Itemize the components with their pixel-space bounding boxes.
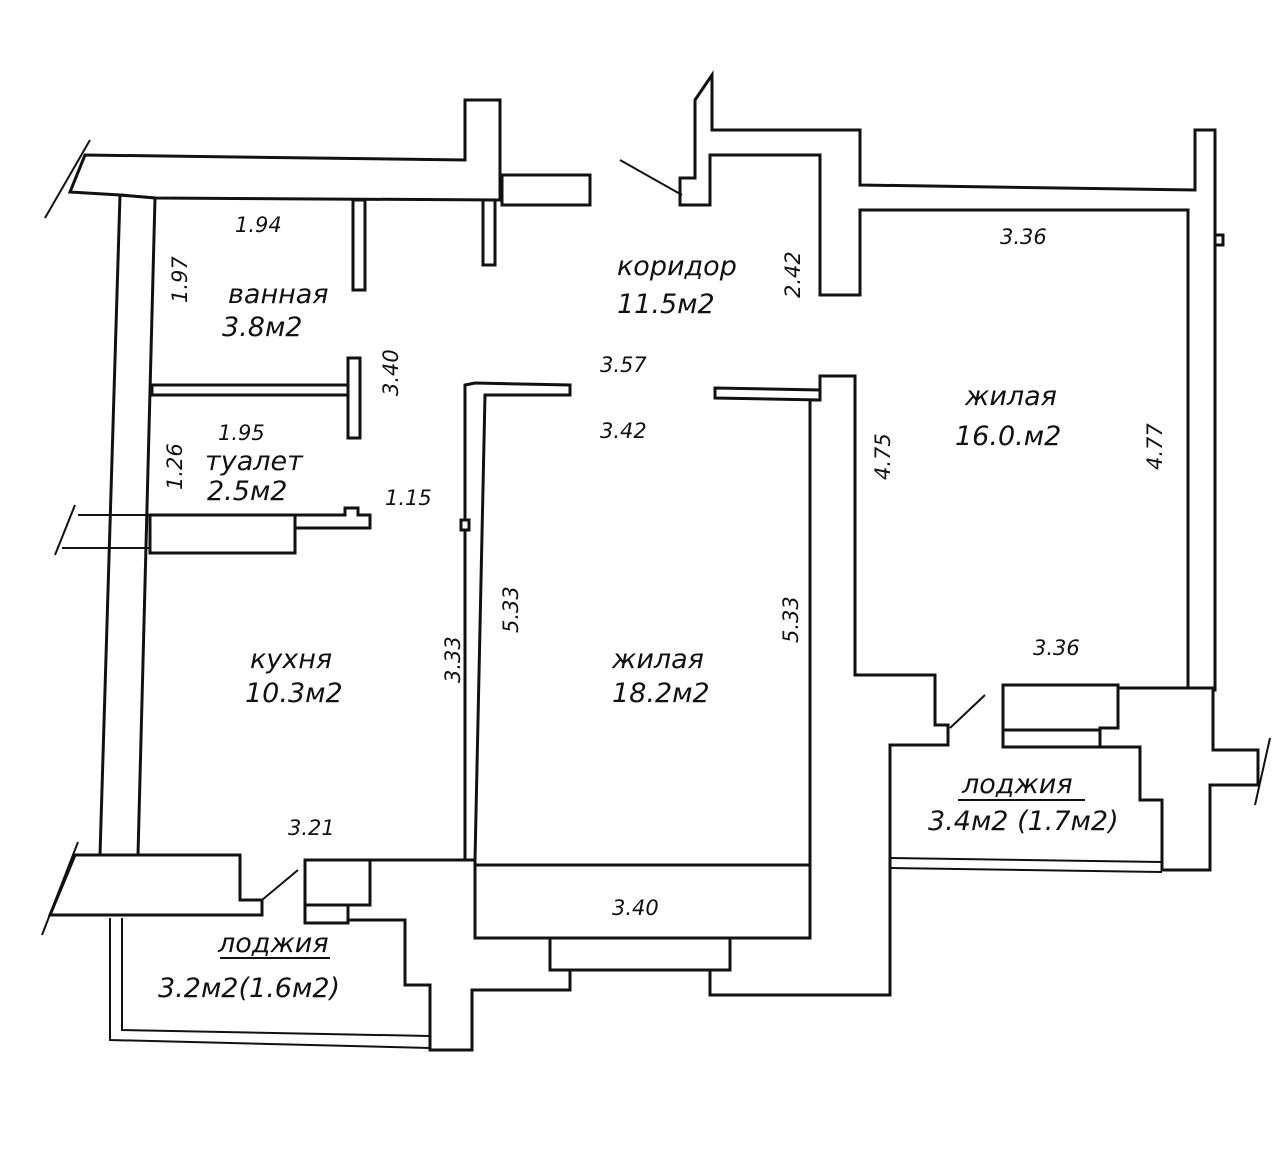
dim: 1.94 <box>235 213 282 237</box>
top-left-wall <box>67 98 502 202</box>
right-loggia-wall <box>1098 686 1260 872</box>
loggia1-area: 3.2м2(1.6м2) <box>158 973 340 1004</box>
center-right-wall <box>708 374 950 997</box>
dimension-labels: 1.94 1.97 3.40 3.57 3.42 2.42 1.95 1.26 … <box>163 213 1167 920</box>
dim: 1.95 <box>218 421 265 445</box>
dim: 5.33 <box>779 596 803 643</box>
top-right-wall <box>678 70 1217 692</box>
loggia-2-outline <box>889 857 1163 863</box>
walls <box>41 70 1271 1052</box>
room-labels: ванная 3.8м2 коридор 11.5м2 туалет 2.5м2… <box>158 251 1119 1004</box>
dim: 1.97 <box>168 256 192 303</box>
living2-name: жилая <box>964 381 1057 412</box>
dim: 5.33 <box>499 586 523 633</box>
toilet-bottom-wall <box>148 513 297 555</box>
living1-area: 18.2м2 <box>612 678 710 709</box>
dim: 2.42 <box>781 251 805 298</box>
bath-area: 3.8м2 <box>222 312 303 343</box>
bath-name: ванная <box>228 279 329 310</box>
toilet-area: 2.5м2 <box>207 476 288 507</box>
bottom-left-wall <box>47 853 264 917</box>
dim: 4.77 <box>1143 423 1167 470</box>
left-outer-wall <box>98 193 157 857</box>
dim: 3.21 <box>288 816 335 840</box>
dim: 3.36 <box>1000 225 1047 249</box>
corridor-name: коридор <box>617 251 737 282</box>
dim: 1.15 <box>385 486 432 510</box>
kitchen-name: кухня <box>250 644 332 675</box>
living2-area: 16.0.м2 <box>955 421 1061 452</box>
toilet-name: туалет <box>205 446 304 477</box>
loggia2-name: лоджия <box>961 769 1073 800</box>
dim: 3.42 <box>600 419 647 443</box>
dim: 3.40 <box>612 896 659 920</box>
kitchen-area: 10.3м2 <box>245 678 343 709</box>
dim: 3.57 <box>600 353 647 377</box>
dim: 1.26 <box>163 443 187 490</box>
loggia2-area: 3.4м2 (1.7м2) <box>928 806 1119 837</box>
corridor-area: 11.5м2 <box>617 289 715 320</box>
loggia1-name: лоджия <box>217 928 329 959</box>
living1-name: жилая <box>611 644 704 675</box>
dim: 4.75 <box>871 433 895 480</box>
loggia-1-outline <box>109 918 431 1049</box>
dim: 3.33 <box>441 636 465 683</box>
dim: 3.40 <box>379 349 403 396</box>
dim: 3.36 <box>1033 636 1080 660</box>
